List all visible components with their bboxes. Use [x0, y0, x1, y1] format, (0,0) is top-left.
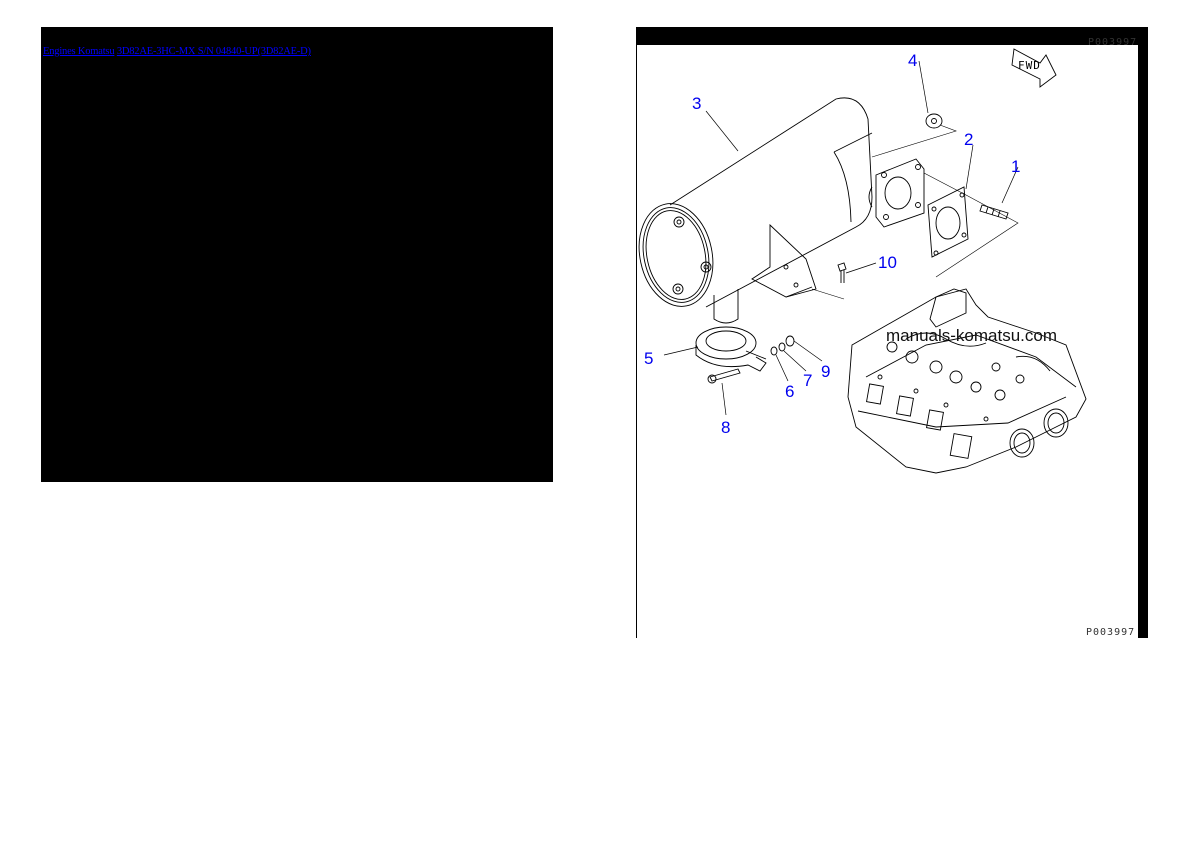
callout-3[interactable]: 3	[692, 94, 702, 113]
diagram-top-border	[636, 27, 1148, 45]
callout-6[interactable]: 6	[785, 382, 795, 401]
clamp-drawing	[695, 326, 767, 372]
diagram-right-border	[1138, 27, 1148, 638]
bolt-8-drawing	[707, 368, 741, 416]
muffler-drawing	[638, 97, 925, 324]
callout-9[interactable]: 9	[821, 362, 831, 381]
callout-2[interactable]: 2	[964, 130, 974, 149]
watermark: manuals-komatsu.com	[886, 326, 1058, 345]
description-panel: Engines Komatsu 3D82AE-3HC-MX S/N 04840-…	[41, 27, 553, 482]
breadcrumb: Engines Komatsu 3D82AE-3HC-MX S/N 04840-…	[43, 46, 311, 58]
exploded-view-drawing	[638, 48, 1087, 474]
diagram-left-border	[636, 27, 637, 638]
fwd-label: FWD	[1018, 59, 1041, 72]
callout-5[interactable]: 5	[644, 349, 654, 368]
breadcrumb-link-engines-komatsu[interactable]: Engines Komatsu	[43, 46, 115, 57]
fwd-arrow-drawing	[1011, 48, 1057, 88]
nut-drawing	[925, 113, 943, 129]
drawing-code-bottom: P003997	[1086, 627, 1136, 638]
breadcrumb-link-model[interactable]: 3D82AE-3HC-MX S/N 04840-UP(3D82AE-D)	[116, 46, 311, 57]
callout-4[interactable]: 4	[908, 51, 918, 70]
callout-8[interactable]: 8	[721, 418, 731, 437]
drawing-code-top: P003997	[1088, 37, 1138, 48]
bolt-10-drawing	[837, 262, 847, 283]
stud-drawing	[979, 204, 1009, 220]
washer-nut-drawing	[770, 335, 823, 382]
callout-1[interactable]: 1	[1011, 157, 1021, 176]
gasket-drawing	[927, 186, 969, 258]
callout-10[interactable]: 10	[878, 253, 897, 272]
callout-7[interactable]: 7	[803, 371, 813, 390]
parts-diagram: P003997 P003997 FWD manuals-komatsu.com …	[636, 27, 1148, 638]
cylinder-head-drawing	[847, 288, 1087, 474]
